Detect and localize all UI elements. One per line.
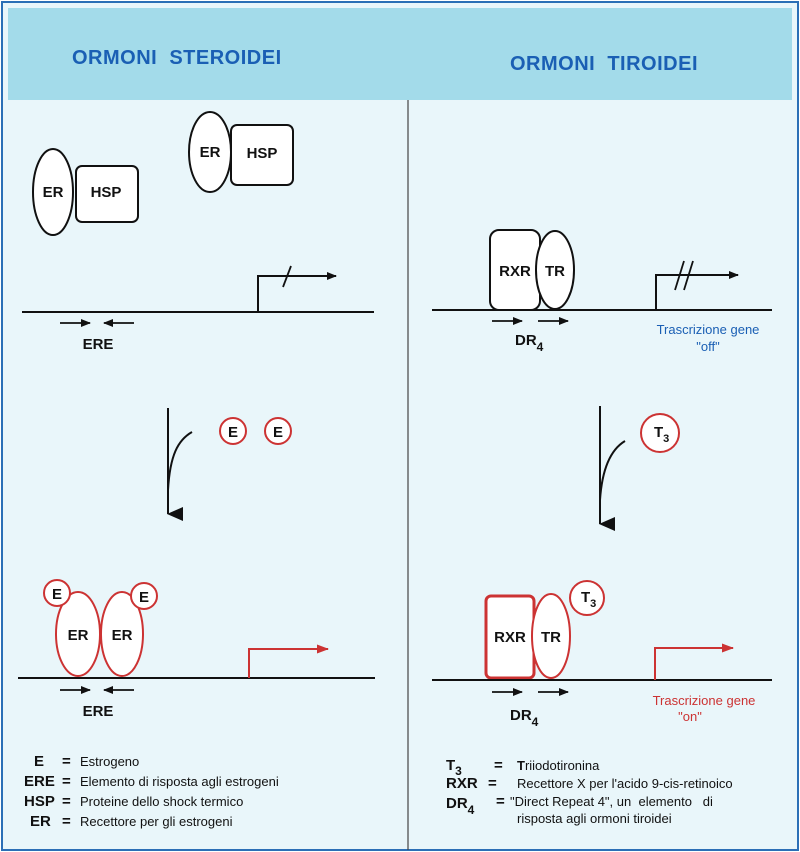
left-title: ORMONI STEROIDEI [72,47,282,69]
promoter-arrow-on [654,643,734,680]
dr4-base-1: DR [515,332,537,349]
ere-label-2: ERE [83,703,114,720]
legend-dr4-base: DR [446,795,468,812]
estrogen-bound-label-1: E [52,586,62,603]
right-title: ORMONI TIROIDEI [510,53,698,75]
header-band [8,8,792,100]
er-dimer-left-label: ER [68,627,89,644]
block-mark-2 [683,260,694,291]
legend-right: T3 = Triiodotironina RXR = Recettore X p… [446,757,733,826]
legend-rxr-key: RXR [446,775,478,792]
legend-left-key: ERE [24,773,55,790]
legend-t3-base: T [446,757,455,774]
hsp-box-1 [75,165,139,223]
block-mark [282,265,292,288]
legend-left-key: E [34,753,44,770]
transcription-on-line1: Trascrizione gene [653,693,756,708]
er-hsp-complex-2: ER HSP [188,111,294,193]
legend-dr4-eq: = [496,793,505,810]
legend-dr4-key: DR4 [446,795,475,817]
t3-circle-free [640,413,680,453]
dr4-label-2: DR4 [510,707,539,729]
er-dimer-right [100,591,144,677]
dr4-sub-2: 4 [532,715,539,729]
rxr-tr-off: RXR TR [489,229,575,311]
rxr-label-on: RXR [494,629,526,646]
er-dimer-right-label: ER [112,627,133,644]
promoter-arrow-active [248,644,329,678]
legend-left-desc: Elemento di risposta agli estrogeni [80,774,279,789]
estrogen-circle-2 [264,417,292,445]
legend-dr4-sub: 4 [468,803,475,817]
tr-label-off: TR [545,263,565,280]
dr4-label-1: DR4 [515,332,544,354]
estrogen-free-2: E [264,417,292,445]
er-label-2: ER [200,144,221,161]
ere-label-1: ERE [83,336,114,353]
promoter-arrow-off [655,271,739,310]
transcription-on-line2: "on" [678,709,702,724]
transition-curve-left [167,431,193,491]
legend-left-eq: = [62,793,71,810]
legend-left-desc: Estrogeno [80,754,139,769]
legend-rxr-desc: Recettore X per l'acido 9-cis-retinoico [517,776,733,791]
legend-left-eq: = [62,773,71,790]
estrogen-circle-1 [219,417,247,445]
hsp-label-2: HSP [247,145,278,162]
legend-left-desc: Recettore per gli estrogeni [80,814,233,829]
transcription-off-line2: "off" [696,339,720,354]
legend-t3-key: T3 [446,757,462,778]
rxr-label-off: RXR [499,263,531,280]
dr4-base-2: DR [510,707,532,724]
transition-curve-right [599,440,626,501]
legend-rxr-eq: = [488,775,497,792]
estrogen-label-2: E [273,424,283,441]
er-ellipse-2 [188,111,232,193]
legend-left-key: ER [30,813,51,830]
estrogen-bound-1 [43,579,71,607]
tr-ellipse-on [531,593,571,679]
legend-dr4-desc-2: risposta agli ormoni tiroidei [517,811,672,826]
legend-left-eq: = [62,753,71,770]
legend-t3-eq: = [494,757,503,774]
er-dimer: ER ER E E [43,579,158,677]
estrogen-free-1: E [219,417,247,445]
t3-sub-bound: 3 [590,598,596,610]
t3-sub-free: 3 [663,433,669,445]
er-ellipse-1 [32,148,74,236]
t3-base-bound: T [581,589,590,606]
legend-t3-sub: 3 [455,764,462,778]
promoter-arrow-blocked [257,272,337,312]
t3-circle-bound [569,580,605,616]
legend-t3-rest: riiodotironina [525,758,600,773]
er-hsp-complex-1: ER HSP [32,148,139,236]
block-mark-1 [674,260,685,291]
transcription-off-line1: Trascrizione gene [657,322,760,337]
legend-left-eq: = [62,813,71,830]
t3-label-bound: T3 [581,589,596,610]
estrogen-bound-2 [130,582,158,610]
t3-base-free: T [654,424,663,441]
legend-t3-desc: Triiodotironina [517,758,600,773]
legend-t3-bold: T [517,758,525,773]
rxr-tr-on: RXR TR T3 [484,580,605,680]
legend-left-desc: Proteine dello shock termico [80,794,243,809]
legend-dr4-desc-1: "Direct Repeat 4", un elemento di [510,794,713,809]
dr4-sub-1: 4 [537,340,544,354]
hsp-label-1: HSP [91,184,122,201]
legend-left-key: HSP [24,793,55,810]
estrogen-bound-label-2: E [139,589,149,606]
estrogen-label-1: E [228,424,238,441]
tr-label-on: TR [541,629,561,646]
t3-free: T3 [640,413,680,453]
er-label-1: ER [43,184,64,201]
t3-label-free: T3 [654,424,669,445]
